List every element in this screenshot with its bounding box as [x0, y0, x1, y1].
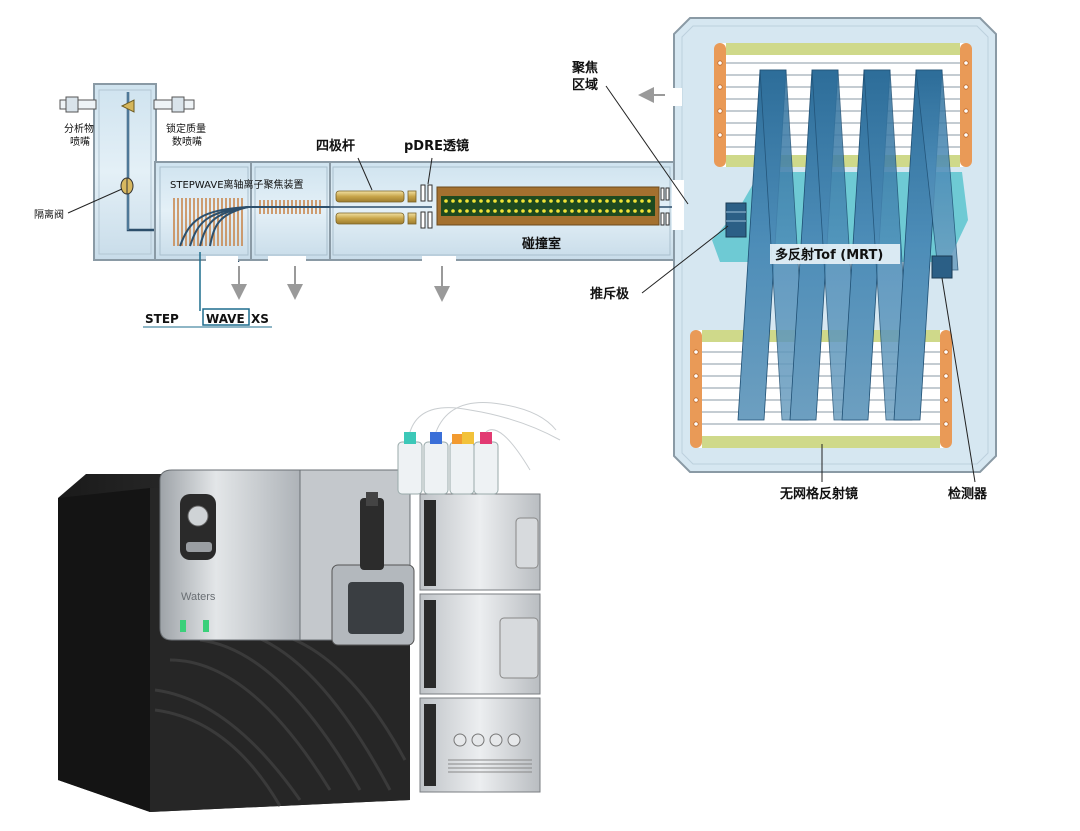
logo-wave: WAVE [206, 312, 245, 326]
pusher-electrode [725, 202, 747, 238]
pdre-leader [427, 157, 433, 185]
pdre-lens [420, 184, 433, 229]
focus-region-label-1: 聚焦 [571, 60, 598, 76]
detector-label: 检测器 [948, 486, 988, 502]
lc-stack [419, 493, 541, 793]
collision-cell [436, 186, 660, 226]
logo-xs: XS [251, 312, 269, 326]
pusher-leader [641, 225, 729, 294]
logo-step: STEP [145, 312, 179, 326]
analyte-sprayer-label-2: 喷嘴 [70, 136, 90, 148]
lockmass-sprayer-label-1: 锁定质量 [166, 122, 206, 135]
mrt-label-bg [770, 244, 900, 264]
pusher-label: 推斥极 [590, 286, 630, 302]
instrument-brand: Waters [181, 591, 216, 603]
isolation-valve-label: 隔离阀 [34, 208, 64, 221]
isolation-valve-leader [67, 188, 123, 214]
isolation-valve [120, 177, 134, 195]
quadrupole-label: 四极杆 [316, 138, 355, 154]
stepwave-device-label: STEPWAVE离轴离子聚焦装置 [170, 178, 304, 191]
focus-region-label-2: 区域 [572, 77, 598, 93]
instrument-photo: Waters [58, 402, 561, 812]
detector [931, 255, 953, 279]
detector-leader [941, 277, 976, 483]
solvent-bottles [397, 402, 561, 495]
analyte-sprayer [59, 96, 97, 113]
mrt-label: 多反射Tof (MRT) [775, 247, 883, 263]
pdre-lens-label: pDRE透镜 [404, 138, 469, 154]
quadrupole-rods [330, 190, 432, 225]
pump-arrows [231, 87, 665, 302]
quadrupole-leader [357, 157, 373, 191]
gridless-mirror-label: 无网格反射镜 [779, 486, 858, 502]
analyte-sprayer-label-1: 分析物 [64, 122, 94, 135]
lockmass-sprayer-label-2: 数喷嘴 [172, 135, 202, 148]
stepwave-ion-guide [173, 198, 330, 247]
stepwave-xs-logo: STEP WAVE XS [143, 252, 272, 328]
collision-cell-label: 碰撞室 [522, 236, 561, 252]
lockmass-sprayer [153, 96, 195, 113]
focus-region-leader [605, 85, 689, 205]
